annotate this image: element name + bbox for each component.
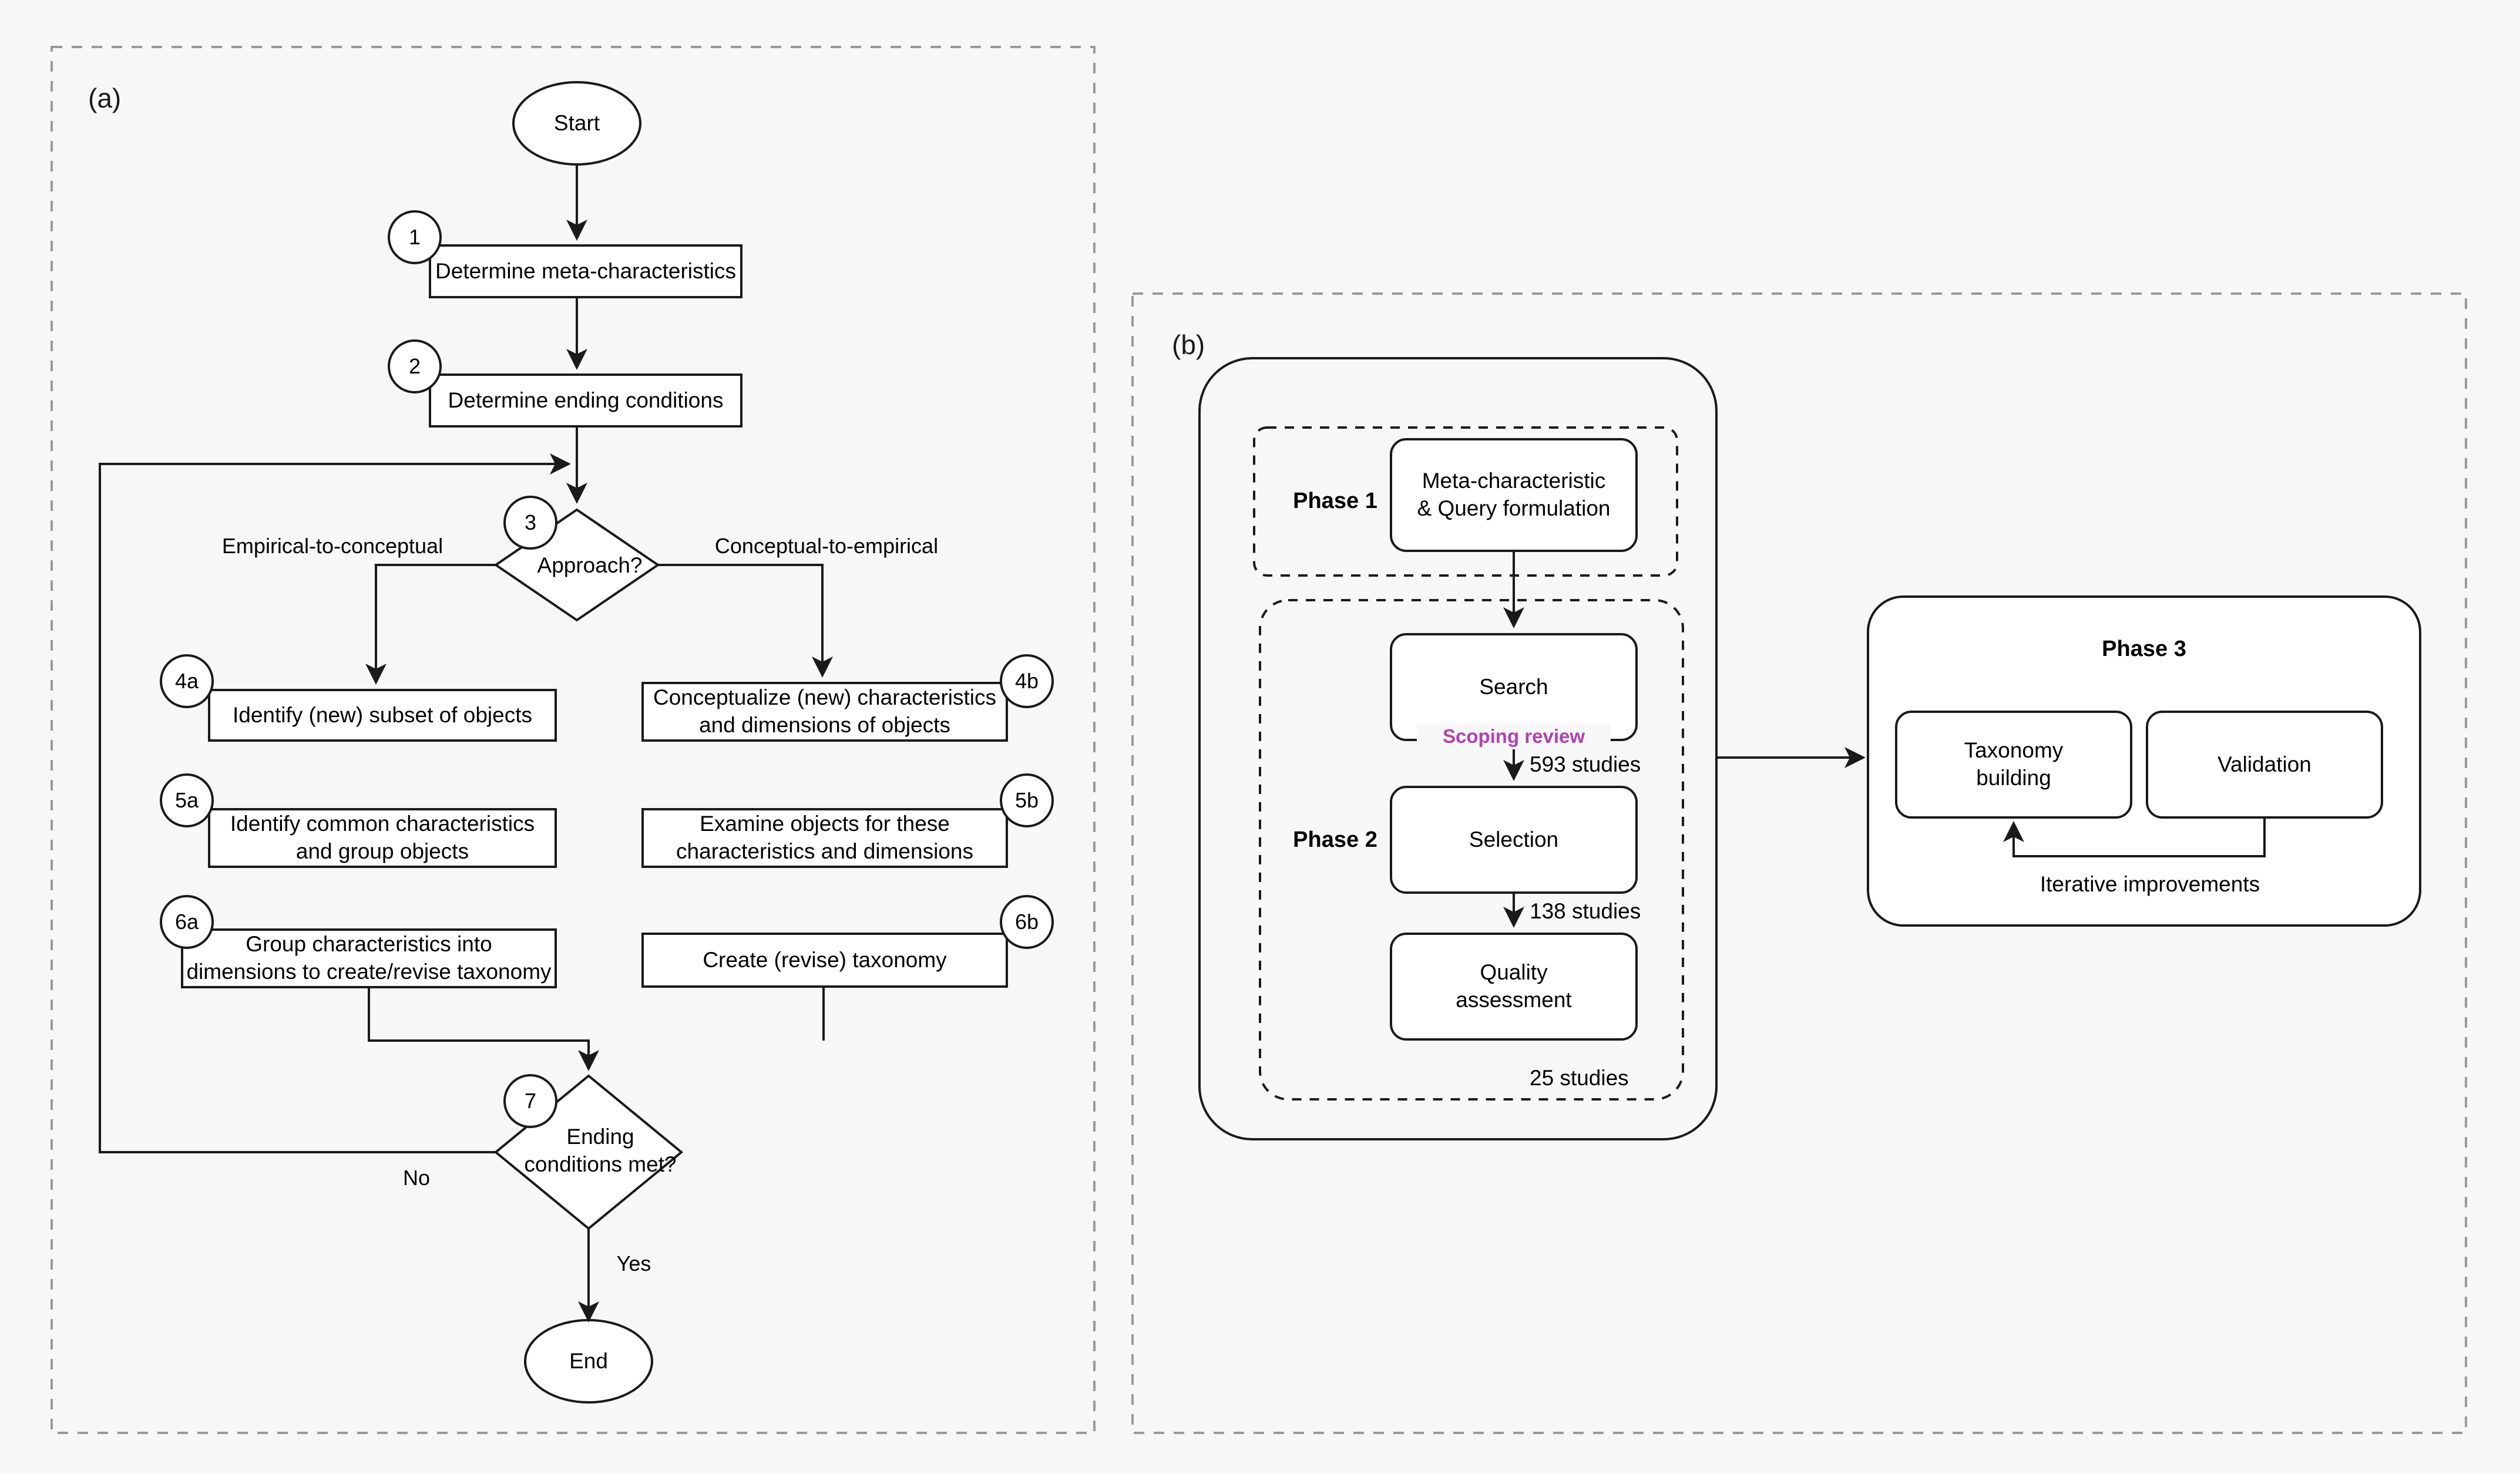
- phase1-box: [1390, 438, 1638, 552]
- panel-b-boundary: [1131, 292, 2467, 1434]
- badge-6b-circle: [1000, 895, 1054, 949]
- badge-7-circle: [503, 1074, 557, 1128]
- search-box: [1390, 633, 1638, 741]
- phase12-container: [1198, 357, 1718, 1140]
- panel-b-label: (b): [1172, 329, 1205, 360]
- end-node: [524, 1319, 653, 1404]
- badge-3-circle: [503, 496, 557, 550]
- phase2-group: [1259, 599, 1684, 1101]
- phase1-group: [1253, 426, 1678, 577]
- panel-a-label: (a): [88, 83, 122, 113]
- panel-a-boundary: [51, 46, 1096, 1434]
- taxonomy-building-box: [1895, 711, 2132, 819]
- badge-4a-circle: [160, 654, 214, 708]
- badge-5a-circle: [160, 773, 214, 827]
- badge-1-circle: [388, 210, 442, 264]
- step4a-box: [208, 689, 557, 742]
- selection-box: [1390, 786, 1638, 894]
- step1-box: [429, 244, 742, 298]
- edge-6a-to-7: [368, 987, 599, 1071]
- quality-box: [1390, 933, 1638, 1041]
- validation-box: [2146, 711, 2383, 819]
- badge-2-circle: [388, 339, 442, 393]
- phase3-container: [1867, 595, 2421, 927]
- edge-3-to-4b: [658, 564, 833, 678]
- badge-6a-circle: [160, 895, 214, 949]
- start-node: [512, 81, 641, 166]
- step5b-box: [641, 808, 1008, 868]
- step5a-box: [208, 808, 557, 868]
- badge-4b-circle: [1000, 654, 1054, 708]
- step6a-box: [181, 928, 557, 988]
- step4b-box: [641, 682, 1008, 742]
- step6b-box: [641, 933, 1008, 988]
- edge-iterative-improvements: [2003, 817, 2266, 857]
- edge-7-no-feedback: [99, 453, 571, 1153]
- badge-5b-circle: [1000, 773, 1054, 827]
- step2-box: [429, 373, 742, 428]
- edge-3-to-4a: [365, 564, 496, 685]
